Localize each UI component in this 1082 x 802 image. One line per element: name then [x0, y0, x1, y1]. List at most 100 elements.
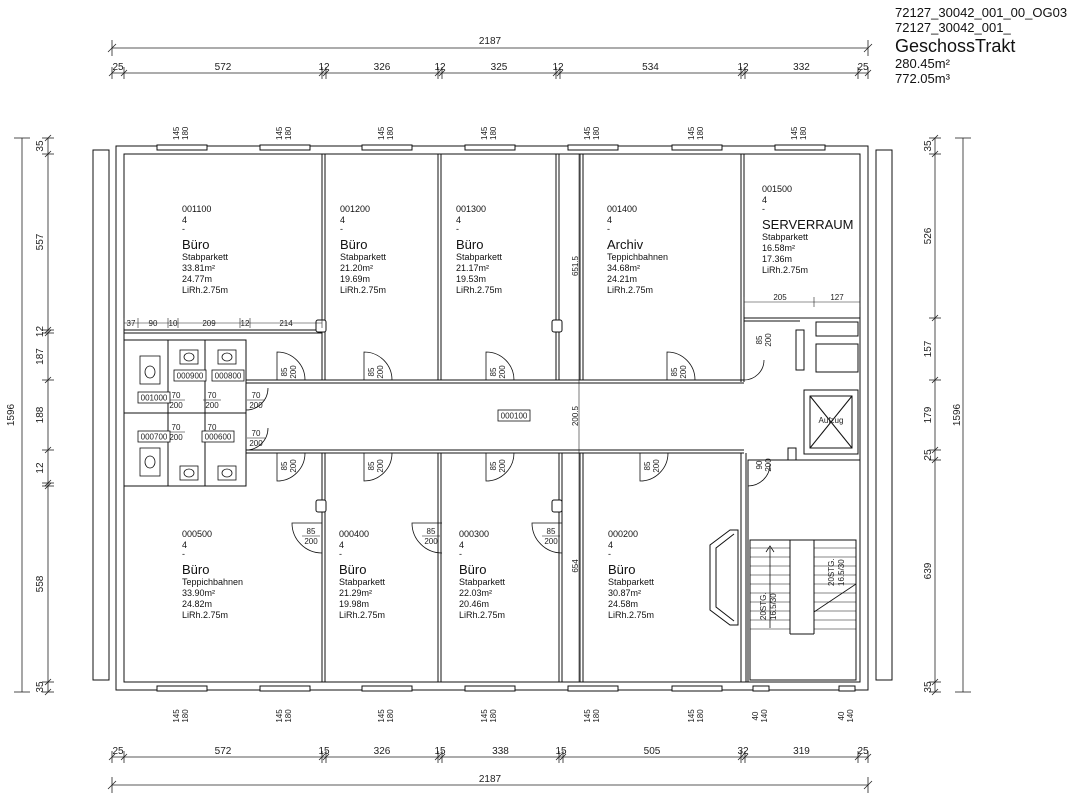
window — [464, 144, 516, 151]
server-width-label: 127 — [830, 293, 844, 302]
inner-dimension-label: 37 — [127, 319, 136, 328]
window — [361, 685, 413, 692]
room-type-code: 4 — [182, 215, 187, 225]
room-height: LiRh.2.75m — [762, 265, 808, 275]
room-type-code: 4 — [339, 540, 344, 550]
svg-text:200: 200 — [376, 459, 385, 473]
window-width-label: 145 — [480, 709, 489, 723]
right-dimension-chain — [929, 134, 971, 696]
inner-dimension-label: 12 — [241, 319, 250, 328]
room-label: 0014004-ArchivTeppichbahnen34.68m²24.21m… — [607, 204, 668, 295]
room-name: Büro — [182, 562, 209, 577]
room-height: LiRh.2.75m — [456, 285, 502, 295]
room-tag: 000600 — [201, 430, 235, 443]
window-width-label: 145 — [790, 126, 799, 140]
window-width-label: 145 — [377, 709, 386, 723]
svg-text:85: 85 — [427, 527, 436, 536]
window — [156, 144, 208, 151]
room-label: 0013004-BüroStabparkett21.17m²19.53mLiRh… — [456, 204, 503, 295]
room-tag: 000900 — [173, 369, 207, 382]
room-height: LiRh.2.75m — [608, 610, 654, 620]
interior-walls — [123, 154, 861, 683]
svg-text:000100: 000100 — [501, 412, 528, 421]
left-segment-label: 557 — [35, 233, 46, 250]
wc-door — [245, 387, 269, 411]
window-height-label: 180 — [284, 709, 293, 723]
room-area: 33.81m² — [182, 263, 215, 273]
overall-height-right: 1596 — [952, 403, 963, 426]
room-id: 001400 — [607, 204, 637, 214]
bottom-segment-label: 572 — [215, 746, 232, 757]
svg-text:85: 85 — [755, 335, 764, 344]
room-type-code: 4 — [340, 215, 345, 225]
room-perimeter: 20.46m — [459, 599, 489, 609]
window-height-label: 180 — [489, 126, 498, 140]
right-segment-label: 639 — [923, 562, 934, 579]
window — [752, 685, 770, 692]
room-label: 0002004-BüroStabparkett30.87m²24.58mLiRh… — [608, 529, 655, 620]
room-dash: - — [608, 549, 611, 559]
overall-width-bottom: 2187 — [479, 774, 502, 785]
svg-text:200: 200 — [544, 537, 558, 546]
inner-dimension-label: 90 — [149, 319, 158, 328]
svg-text:85: 85 — [670, 367, 679, 376]
room-dash: - — [762, 204, 765, 214]
room-tag: 000800 — [211, 369, 245, 382]
top-segment-label: 326 — [374, 62, 391, 73]
room-perimeter: 24.21m — [607, 274, 637, 284]
window-width-label: 145 — [583, 126, 592, 140]
room-height: LiRh.2.75m — [182, 610, 228, 620]
wc-door — [245, 427, 269, 451]
room-name: Büro — [456, 237, 483, 252]
room-height: LiRh.2.75m — [607, 285, 653, 295]
room-tag: 000700 — [137, 430, 171, 443]
inner-dimension-label: 214 — [279, 319, 293, 328]
office-door — [485, 351, 515, 381]
left-segment-label: 188 — [35, 406, 46, 423]
plan-volume: 772.05m³ — [895, 70, 950, 86]
plan-area: 280.45m² — [895, 55, 950, 71]
room-id: 000300 — [459, 529, 489, 539]
room-label: 0003004-BüroStabparkett22.03m²20.46mLiRh… — [459, 529, 506, 620]
bottom-segment-label: 326 — [374, 746, 391, 757]
room-name: SERVERRAUM — [762, 217, 854, 232]
room-floor: Stabparkett — [762, 232, 809, 242]
left-dimension-chain — [14, 134, 54, 696]
left-segment-label: 558 — [35, 575, 46, 592]
office-door — [531, 522, 563, 554]
office-door — [639, 452, 669, 482]
left-segment-label: 35 — [35, 140, 46, 152]
office-door — [276, 452, 306, 482]
room-floor: Teppichbahnen — [607, 252, 668, 262]
window-height-label: 180 — [386, 126, 395, 140]
room-floor: Stabparkett — [456, 252, 503, 262]
room-type-code: 4 — [607, 215, 612, 225]
bottom-segment-label: 15 — [555, 746, 567, 757]
stair-door — [747, 463, 771, 487]
window-width-label: 145 — [480, 126, 489, 140]
right-segment-label: 179 — [923, 406, 934, 423]
svg-text:000900: 000900 — [177, 372, 204, 381]
room-tag: 000100 — [497, 409, 531, 422]
room-id: 000400 — [339, 529, 369, 539]
top-segment-label: 332 — [793, 62, 810, 73]
office-door — [411, 522, 443, 554]
bottom-segment-label: 15 — [318, 746, 330, 757]
room-type-code: 4 — [182, 540, 187, 550]
window-width-label: 40 — [837, 711, 846, 720]
room-area: 21.20m² — [340, 263, 373, 273]
room-perimeter: 19.53m — [456, 274, 486, 284]
room-id: 001300 — [456, 204, 486, 214]
top-segment-label: 534 — [642, 62, 659, 73]
bottom-segment-label: 319 — [793, 746, 810, 757]
